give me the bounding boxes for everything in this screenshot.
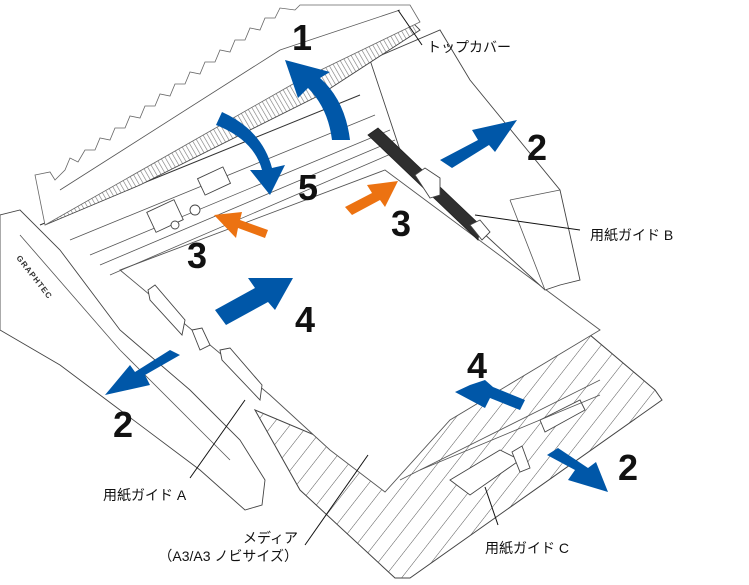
label-paper-guide-c: 用紙ガイド C [485,540,569,556]
arrow-guide-out-right [440,120,517,168]
arrow-align-guide-b [345,181,398,215]
step-number-close-cover: 5 [298,167,318,208]
arrow-align-guide-a [214,212,268,238]
label-media: メディア [243,530,298,546]
label-paper-guide-b: 用紙ガイド B [590,227,673,243]
label-media-size: （A3/A3 ノビサイズ） [158,548,298,564]
arrow-insert-media-right [455,380,525,410]
curved-arrow-open-cover [285,60,350,140]
label-top-cover: トップカバー [427,39,511,55]
arrows [105,60,608,492]
step-number-insert-media-right: 4 [467,345,487,386]
carriage [146,166,232,233]
step-number-align-guide-a: 3 [187,235,207,276]
leader-lines [189,9,581,546]
paper-guide-c [399,379,601,496]
step-number-guide-out-left: 2 [113,404,133,445]
arrow-insert-media-left [215,278,293,325]
paper-guide-a [147,284,263,401]
step-number-open-cover: 1 [292,17,312,58]
left-housing [0,209,266,511]
step-number-align-guide-b: 3 [391,203,411,244]
arrow-guide-out-left [105,350,180,395]
label-paper-guide-a: 用紙ガイド A [103,487,187,503]
curved-arrow-close-cover [216,112,285,195]
step-number-guide-out-right: 2 [527,127,547,168]
step-number-guide-c-out: 2 [618,447,638,488]
media-sheet [119,169,601,493]
arrow-guide-c-out [547,448,608,492]
step-number-insert-media-left: 4 [295,299,315,340]
